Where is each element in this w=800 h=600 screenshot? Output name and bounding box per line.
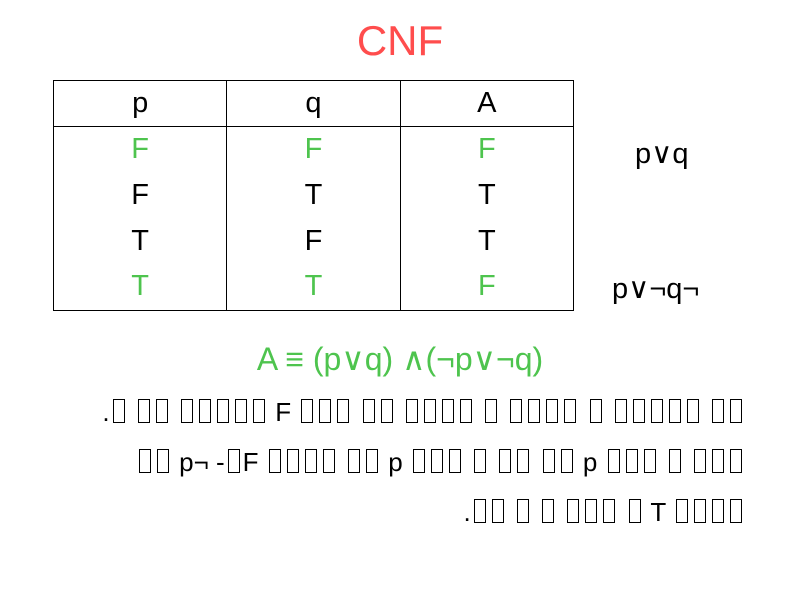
missing-glyph-box bbox=[181, 399, 194, 423]
missing-glyph-box bbox=[322, 449, 335, 473]
missing-glyph-box bbox=[138, 449, 151, 473]
missing-glyph-box bbox=[380, 399, 393, 423]
missing-glyph-box bbox=[499, 449, 512, 473]
missing-glyph-box bbox=[474, 449, 487, 473]
missing-glyph-box bbox=[712, 499, 724, 523]
missing-glyph-box bbox=[485, 399, 498, 423]
missing-glyph-box bbox=[650, 399, 663, 423]
cell-q-row2: T bbox=[304, 178, 323, 211]
cell-q-row3: F bbox=[304, 224, 323, 257]
missing-glyph-box bbox=[112, 399, 125, 423]
missing-glyph-box bbox=[730, 449, 742, 473]
clause-label-p-or-not-q: p∨¬q¬ bbox=[612, 273, 700, 305]
truth-table: p q A F F T T F T F T F bbox=[52, 80, 575, 311]
clause-label-p-or-q: p∨q bbox=[635, 138, 689, 170]
missing-glyph-box bbox=[155, 399, 168, 423]
cell-a-row1: F bbox=[477, 133, 496, 165]
missing-glyph-box bbox=[405, 399, 418, 423]
missing-glyph-box bbox=[567, 499, 580, 523]
cell-p-row3: T bbox=[131, 224, 150, 257]
header-row: p q A bbox=[52, 80, 575, 127]
missing-glyph-box bbox=[625, 449, 638, 473]
missing-glyph-box bbox=[542, 499, 555, 523]
missing-glyph-box bbox=[614, 399, 627, 423]
cell-a-row3: T bbox=[477, 224, 496, 257]
missing-glyph-box bbox=[730, 399, 742, 423]
cell-a-row4: F bbox=[477, 270, 496, 303]
body-text-line-2: p¬ -F p p bbox=[102, 437, 745, 487]
missing-glyph-box bbox=[412, 449, 425, 473]
missing-glyph-box bbox=[137, 399, 150, 423]
cell-q-row1: F bbox=[304, 133, 323, 165]
missing-glyph-box bbox=[286, 449, 299, 473]
missing-glyph-box bbox=[304, 449, 317, 473]
missing-glyph-box bbox=[491, 499, 504, 523]
truth-table-body: F F T T F T F T F T T F bbox=[52, 126, 575, 311]
missing-glyph-box bbox=[337, 399, 350, 423]
missing-glyph-box bbox=[459, 399, 472, 423]
missing-glyph-box bbox=[430, 449, 443, 473]
slide-title: CNF bbox=[356, 17, 444, 64]
missing-glyph-box bbox=[694, 499, 706, 523]
missing-glyph-box bbox=[560, 449, 573, 473]
cell-p-row2: F bbox=[131, 178, 150, 211]
col-header-p: p bbox=[52, 80, 228, 127]
cell-q-row4: T bbox=[304, 270, 323, 303]
missing-glyph-box bbox=[227, 449, 240, 473]
missing-glyph-box bbox=[589, 399, 602, 423]
col-header-q: q bbox=[226, 80, 401, 127]
missing-glyph-box bbox=[199, 399, 212, 423]
missing-glyph-box bbox=[365, 449, 378, 473]
missing-glyph-box bbox=[448, 449, 461, 473]
body-text-line-3: . T bbox=[102, 487, 745, 537]
missing-glyph-box bbox=[423, 399, 436, 423]
cell-p-row4: T bbox=[131, 270, 150, 303]
missing-glyph-box bbox=[301, 399, 314, 423]
missing-glyph-box bbox=[643, 449, 656, 473]
column-q-values: F T F T bbox=[226, 126, 401, 311]
body-text: . F p¬ -F p p . T bbox=[102, 387, 745, 537]
missing-glyph-box bbox=[217, 399, 230, 423]
missing-glyph-box bbox=[712, 449, 724, 473]
missing-glyph-box bbox=[235, 399, 248, 423]
missing-glyph-box bbox=[628, 499, 641, 523]
missing-glyph-box bbox=[694, 449, 706, 473]
missing-glyph-box bbox=[632, 399, 645, 423]
cell-p-row1: F bbox=[131, 133, 150, 165]
missing-glyph-box bbox=[319, 399, 332, 423]
missing-glyph-box bbox=[441, 399, 454, 423]
missing-glyph-box bbox=[546, 399, 559, 423]
body-text-line-1: . F bbox=[102, 387, 745, 437]
missing-glyph-box bbox=[517, 449, 530, 473]
values-row: F F T T F T F T F T T F bbox=[52, 126, 575, 311]
missing-glyph-box bbox=[668, 399, 681, 423]
column-p-values: F F T T bbox=[52, 126, 228, 311]
truth-table-header: p q A bbox=[52, 80, 575, 127]
missing-glyph-box bbox=[668, 449, 681, 473]
missing-glyph-box bbox=[473, 499, 486, 523]
missing-glyph-box bbox=[268, 449, 281, 473]
missing-glyph-box bbox=[253, 399, 266, 423]
missing-glyph-box bbox=[564, 399, 577, 423]
missing-glyph-box bbox=[347, 449, 360, 473]
cell-a-row2: T bbox=[477, 178, 496, 211]
missing-glyph-box bbox=[603, 499, 616, 523]
missing-glyph-box bbox=[542, 449, 555, 473]
missing-glyph-box bbox=[510, 399, 523, 423]
missing-glyph-box bbox=[676, 499, 688, 523]
missing-glyph-box bbox=[156, 449, 169, 473]
cnf-equivalence-formula: A ≡ (p∨q) ∧(¬p∨¬q) bbox=[256, 341, 544, 377]
missing-glyph-box bbox=[528, 399, 541, 423]
missing-glyph-box bbox=[362, 399, 375, 423]
col-header-a: A bbox=[399, 80, 575, 127]
missing-glyph-box bbox=[585, 499, 598, 523]
column-a-values: F T T F bbox=[399, 126, 575, 311]
missing-glyph-box bbox=[607, 449, 620, 473]
missing-glyph-box bbox=[712, 399, 724, 423]
missing-glyph-box bbox=[516, 499, 529, 523]
missing-glyph-box bbox=[730, 499, 742, 523]
missing-glyph-box bbox=[686, 399, 699, 423]
